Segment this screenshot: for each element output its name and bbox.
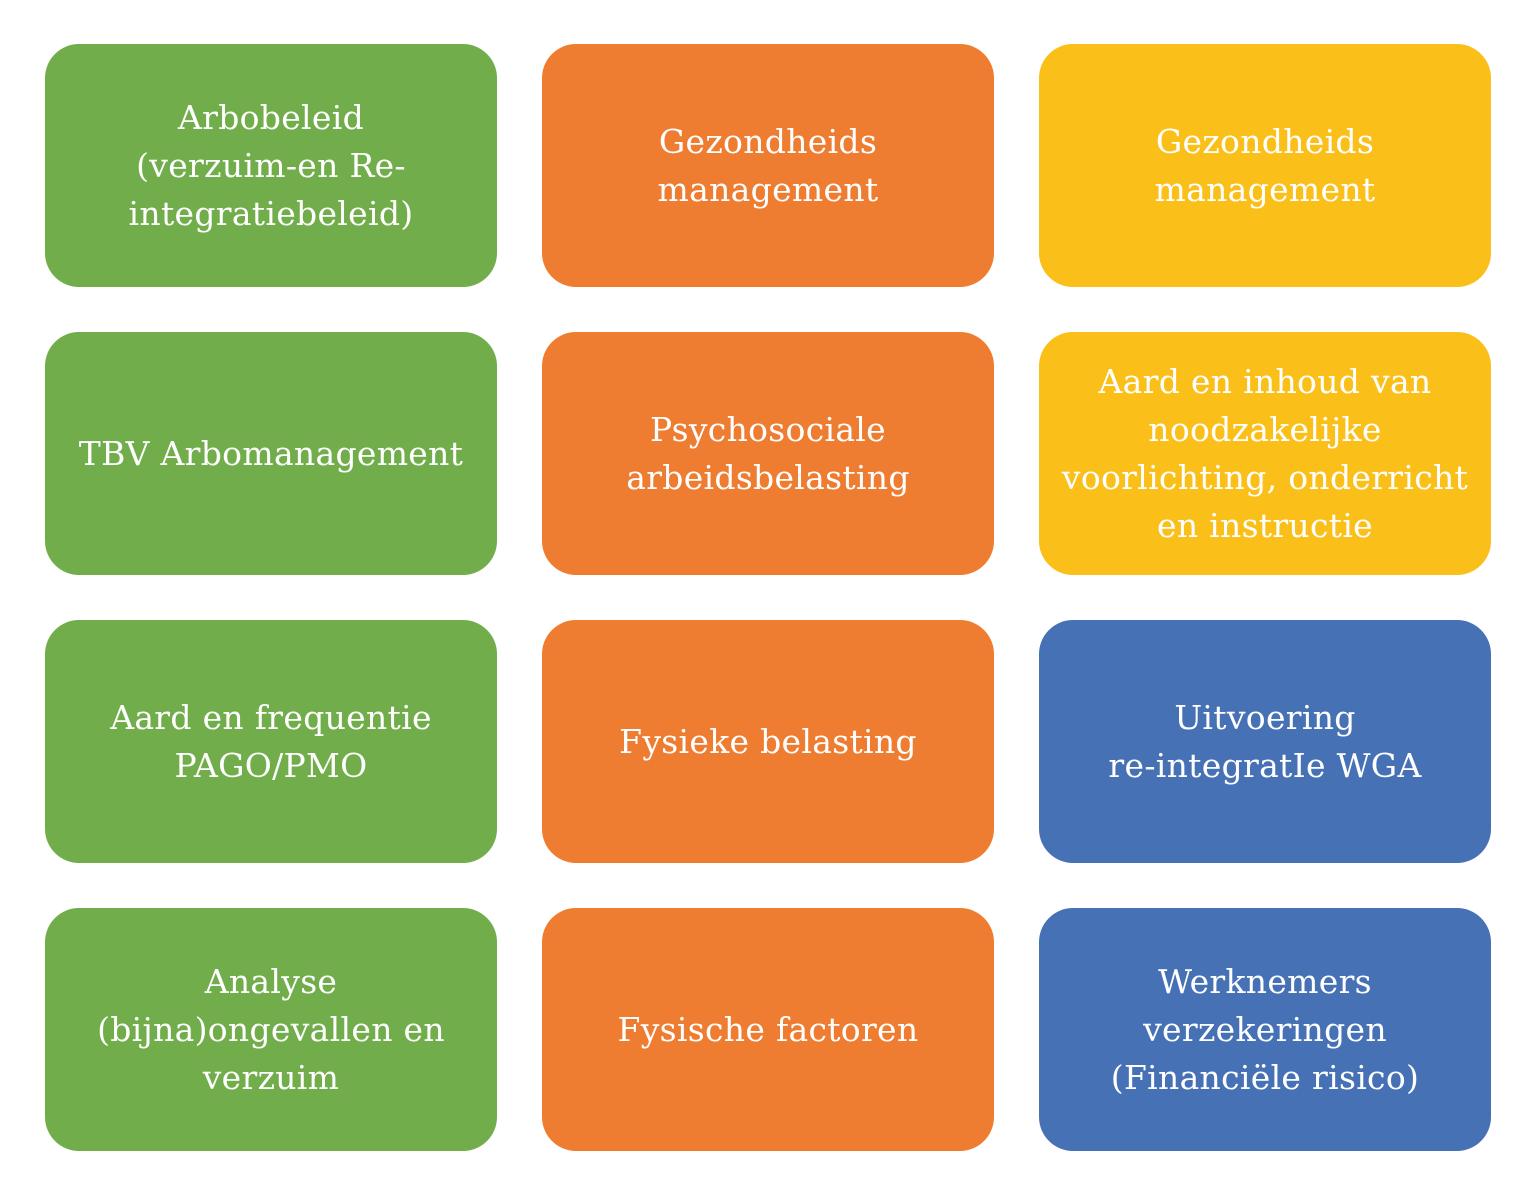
tile-label: Aard en inhoud van noodzakelijke voorlic… <box>1061 361 1469 545</box>
tile-label: Fysische factoren <box>617 1009 919 1049</box>
tile-pago-pmo: Aard en frequentie PAGO/PMO <box>45 620 497 863</box>
tile-label: Aard en frequentie PAGO/PMO <box>110 697 432 785</box>
tile-arbobeleid: Arbobeleid (verzuim-en Re- integratiebel… <box>45 44 497 287</box>
tile-analyse-ongevallen-verzuim: Analyse (bijna)ongevallen en verzuim <box>45 908 497 1151</box>
topic-grid: Arbobeleid (verzuim-en Re- integratiebel… <box>45 44 1491 1151</box>
tile-psychosociale-arbeidsbelasting: Psychosociale arbeidsbelasting <box>542 332 994 575</box>
tile-label: Werknemers verzekeringen (Financiële ris… <box>1110 961 1420 1097</box>
tile-fysieke-belasting: Fysieke belasting <box>542 620 994 863</box>
tile-label: Gezondheids management <box>1154 121 1376 209</box>
tile-fysische-factoren: Fysische factoren <box>542 908 994 1151</box>
tile-label: Arbobeleid (verzuim-en Re- integratiebel… <box>128 97 414 233</box>
tile-werknemersverzekeringen: Werknemers verzekeringen (Financiële ris… <box>1039 908 1491 1151</box>
tile-gezondheidsmanagement-yellow: Gezondheids management <box>1039 44 1491 287</box>
tile-gezondheidsmanagement-orange: Gezondheids management <box>542 44 994 287</box>
tile-voorlichting-onderricht-instructie: Aard en inhoud van noodzakelijke voorlic… <box>1039 332 1491 575</box>
tile-label: Fysieke belasting <box>619 721 917 761</box>
tile-label: Analyse (bijna)ongevallen en verzuim <box>97 961 445 1097</box>
tile-label: TBV Arbomanagement <box>78 433 464 473</box>
tile-label: Uitvoering re-integratIe WGA <box>1108 697 1422 785</box>
tile-label: Psychosociale arbeidsbelasting <box>626 409 910 497</box>
tile-tbv-arbomanagement: TBV Arbomanagement <box>45 332 497 575</box>
tile-re-integratie-wga: Uitvoering re-integratIe WGA <box>1039 620 1491 863</box>
tile-label: Gezondheids management <box>657 121 879 209</box>
